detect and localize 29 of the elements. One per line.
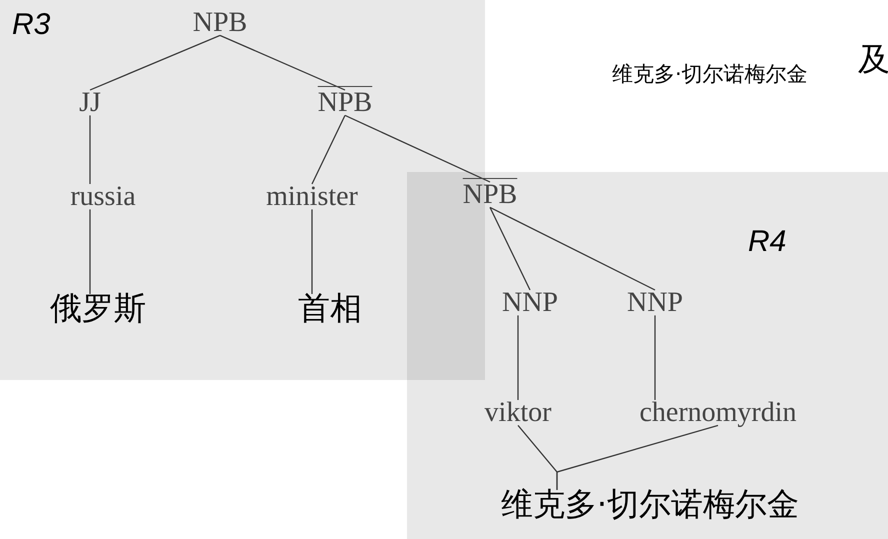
tree-branch-line [89,115,91,184]
tree-node-label: NNP [627,288,683,318]
tree-node-label: NPB [192,8,248,38]
tree-branch-line [90,34,220,91]
tree-node-label: russia [70,182,136,212]
translation-text: 首相 [298,292,362,326]
tree-branch-line [654,315,656,400]
tree-branch-line [89,209,91,294]
tree-branch-line [489,207,531,290]
tree-branch-line [220,34,346,91]
tree-node-label: NPB [318,88,372,118]
translation-text: 维克多·切尔诺梅尔金 [612,61,809,88]
rule-label: R3 [12,10,50,40]
tree-branch-line [556,424,718,490]
tree-node-label: NNP [502,288,558,318]
tree-branch-line [311,115,346,184]
tree-node-label: minister [266,182,358,212]
tree-node-label: viktor [484,398,552,428]
tree-node-label: chernomyrdin [639,398,797,428]
translation-text: 维克多·切尔诺梅尔金 [500,488,800,522]
tree-branch-line [344,114,490,183]
rule-panel [407,172,888,539]
tree-node-label: NPB [462,180,518,210]
tree-branch-line [311,209,313,294]
tree-node-label: JJ [79,88,101,118]
translation-text: 俄罗斯 [50,292,146,326]
tree-branch-line [517,315,519,400]
tree-branch-line [490,206,656,291]
rule-label: R4 [748,227,786,257]
